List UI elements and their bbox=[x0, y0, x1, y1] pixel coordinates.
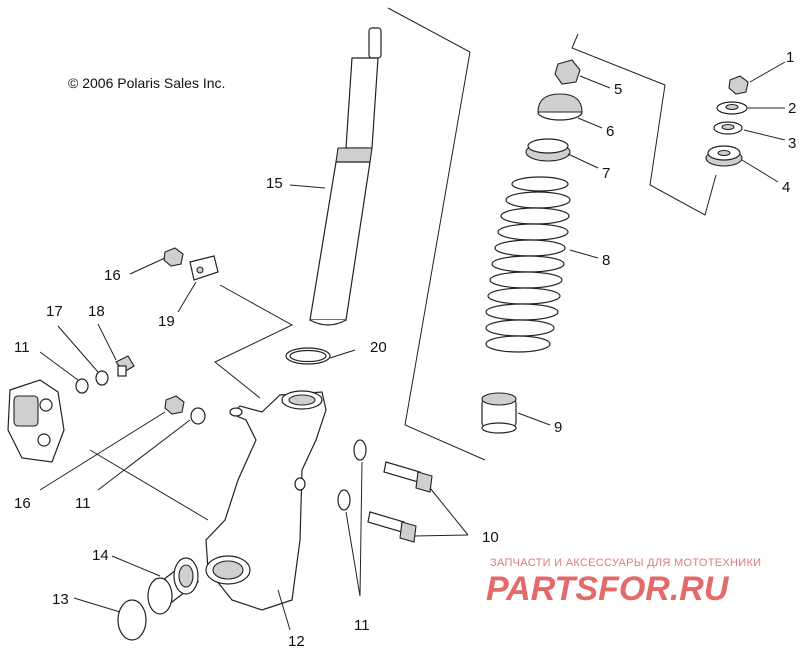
callout-18: 18 bbox=[88, 303, 105, 320]
part-20-o-ring bbox=[285, 347, 331, 365]
callout-17: 17 bbox=[46, 303, 63, 320]
assembly-bracket-top bbox=[571, 33, 717, 216]
callout-4: 4 bbox=[782, 179, 790, 196]
part-2-washer bbox=[716, 101, 748, 115]
part-10-bolt-upper bbox=[383, 461, 433, 493]
callout-19: 19 bbox=[158, 313, 175, 330]
callout-8: 8 bbox=[602, 252, 610, 269]
callout-11-bottom: 11 bbox=[354, 617, 370, 634]
callout-15: 15 bbox=[266, 175, 283, 192]
brake-caliper bbox=[7, 379, 65, 463]
watermark-site: PARTSFOR.RU bbox=[486, 570, 730, 608]
callout-20: 20 bbox=[370, 339, 387, 356]
leader-lines bbox=[39, 61, 786, 631]
callout-2: 2 bbox=[788, 100, 796, 117]
part-14-bearing bbox=[147, 557, 200, 615]
part-18-bolt bbox=[115, 355, 135, 377]
part-12-knuckle bbox=[205, 390, 327, 611]
callout-1: 1 bbox=[786, 49, 794, 66]
callout-16-bottom: 16 bbox=[14, 495, 31, 512]
part-10-bolt-lower bbox=[367, 511, 417, 543]
callout-5: 5 bbox=[614, 81, 622, 98]
part-1-nut bbox=[728, 75, 749, 95]
callout-13: 13 bbox=[52, 591, 69, 608]
part-5-nut bbox=[554, 59, 581, 85]
part-9-bump-stop bbox=[481, 392, 517, 434]
part-16-nut-top bbox=[163, 247, 184, 267]
part-11-washer-mid bbox=[190, 407, 206, 425]
callout-9: 9 bbox=[554, 419, 562, 436]
copyright-text: © 2006 Polaris Sales Inc. bbox=[68, 75, 225, 91]
part-7-retainer bbox=[525, 138, 571, 162]
part-16-nut-mid bbox=[164, 395, 185, 415]
callout-16-top: 16 bbox=[104, 267, 121, 284]
part-8-coil-spring bbox=[485, 176, 571, 353]
callout-6: 6 bbox=[606, 123, 614, 140]
callout-12: 12 bbox=[288, 633, 305, 650]
part-11-washer-upper bbox=[353, 439, 367, 461]
part-3-washer bbox=[713, 121, 743, 135]
part-4-bushing bbox=[705, 145, 743, 167]
callout-3: 3 bbox=[788, 135, 796, 152]
shock-strut bbox=[309, 27, 382, 326]
part-11-washer-lower bbox=[337, 489, 351, 511]
watermark-tagline: ЗАПЧАСТИ И АКСЕССУАРЫ ДЛЯ МОТОТЕХНИКИ bbox=[490, 557, 761, 569]
callout-7: 7 bbox=[602, 165, 610, 182]
callout-11-left: 11 bbox=[14, 339, 30, 356]
part-6-spring-seat bbox=[537, 93, 583, 121]
callout-10: 10 bbox=[482, 529, 499, 546]
callout-11-mid: 11 bbox=[75, 495, 91, 512]
assembly-bracket-right bbox=[387, 7, 486, 461]
part-19-clip bbox=[189, 255, 219, 281]
part-11-washer-left bbox=[75, 378, 89, 394]
part-17-washer bbox=[95, 370, 109, 386]
assembly-bracket-left bbox=[214, 284, 294, 399]
callout-14: 14 bbox=[92, 547, 109, 564]
part-13-snap-ring bbox=[117, 599, 147, 641]
